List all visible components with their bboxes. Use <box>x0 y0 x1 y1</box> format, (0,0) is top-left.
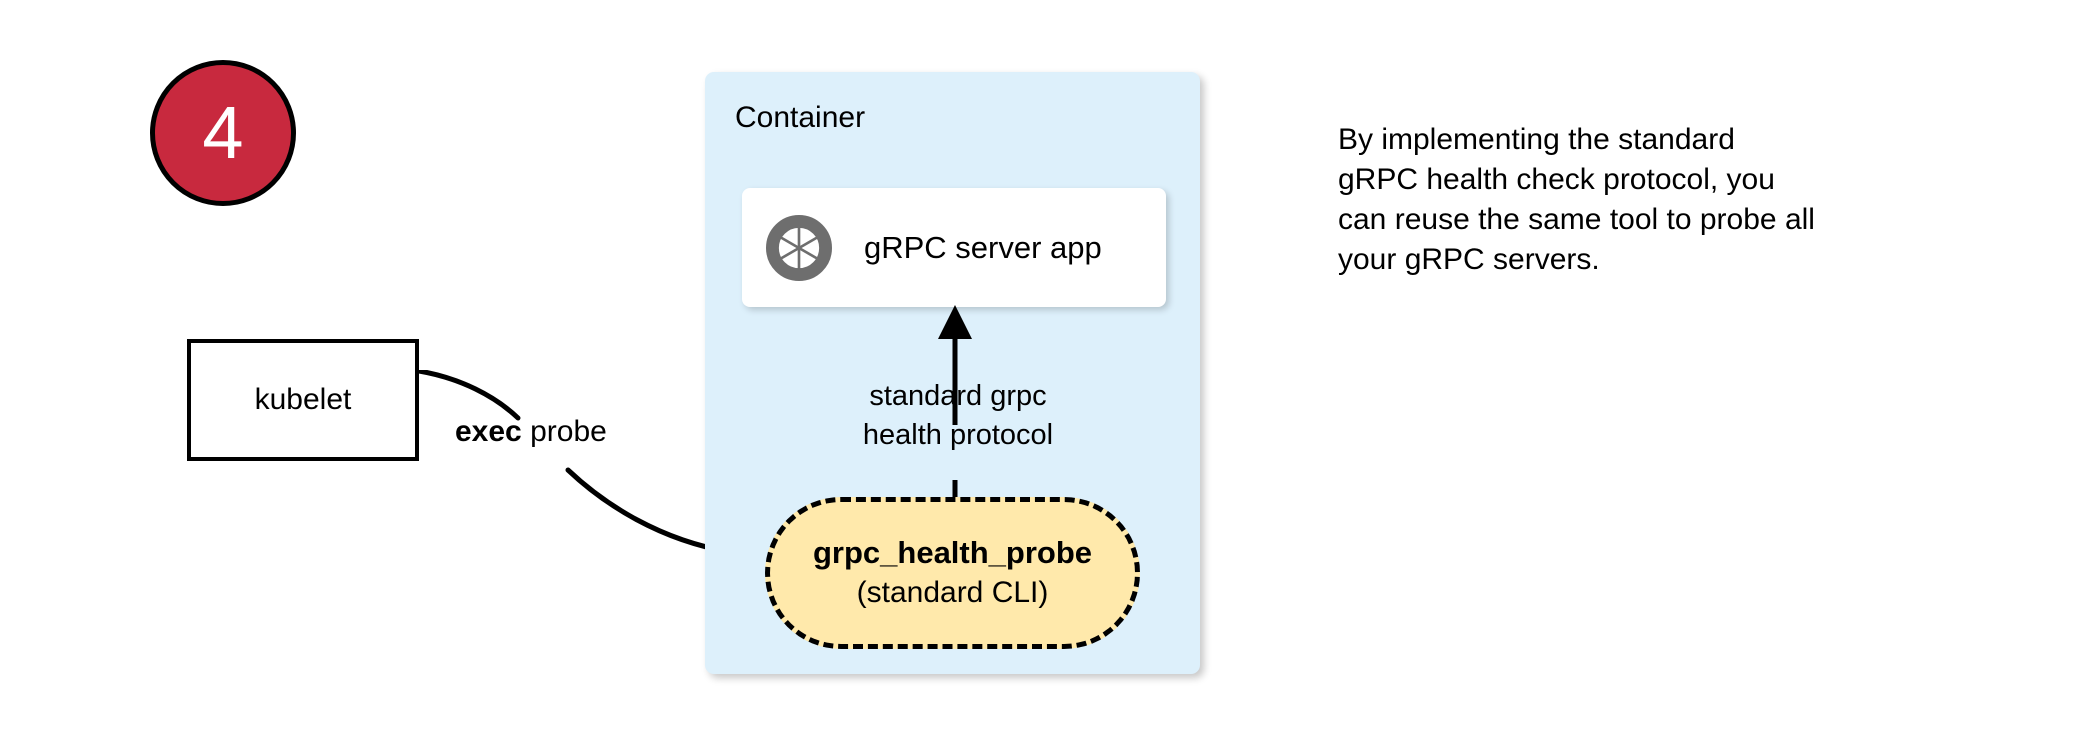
container-title: Container <box>735 101 866 134</box>
grpc-health-probe-subtitle: (standard CLI) <box>856 576 1049 609</box>
grpc-server-app-card: gRPC server app <box>742 188 1166 307</box>
exec-probe-label: exec probe <box>455 415 607 449</box>
exec-probe-label-rest: probe <box>521 415 607 448</box>
grpc-aperture-icon <box>766 214 832 281</box>
health-protocol-line-2: health protocol <box>862 419 1054 451</box>
step-number-text: 4 <box>202 91 244 174</box>
health-protocol-label: standard grpc health protocol <box>828 377 1088 455</box>
health-protocol-line-1: standard grpc <box>869 380 1047 412</box>
grpc-health-probe-node: grpc_health_probe (standard CLI) <box>765 497 1140 649</box>
caption-line-4: your gRPC servers. <box>1338 243 1600 276</box>
caption-line-1: By implementing the standard <box>1338 123 1735 156</box>
step-number-badge: 4 <box>150 60 296 206</box>
caption-line-2: gRPC health check protocol, you <box>1338 163 1775 196</box>
grpc-health-probe-title: grpc_health_probe <box>812 535 1093 570</box>
grpc-server-app-label: gRPC server app <box>864 229 1102 265</box>
kubelet-node: kubelet <box>187 339 419 461</box>
caption-line-3: can reuse the same tool to probe all <box>1338 203 1815 236</box>
caption-text: By implementing the standard gRPC health… <box>1338 120 1938 280</box>
exec-probe-label-bold: exec <box>455 415 522 448</box>
kubelet-label: kubelet <box>254 383 352 416</box>
